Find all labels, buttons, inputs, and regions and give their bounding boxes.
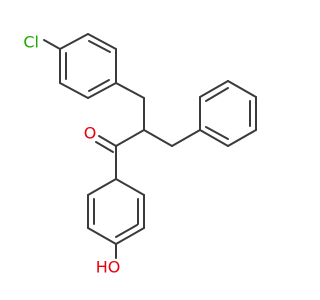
bond — [199, 129, 229, 147]
double-bond-inner — [115, 224, 138, 238]
bond — [171, 129, 201, 147]
bond — [87, 82, 117, 99]
bond — [59, 82, 89, 99]
double-bond-inner — [205, 87, 229, 102]
bond — [199, 80, 229, 98]
bond — [115, 227, 145, 245]
double-bond-inner — [88, 40, 111, 53]
molecule-drawing: Cl O HO — [23, 33, 257, 277]
double-bond-inner — [205, 126, 229, 140]
bond — [115, 129, 145, 147]
bond — [59, 33, 89, 50]
bond — [227, 80, 257, 98]
bond-c-o-double — [95, 141, 114, 153]
bond-c-cl — [43, 39, 61, 50]
bond — [87, 178, 117, 196]
double-bond-inner — [88, 79, 110, 92]
bond — [227, 129, 257, 147]
structure-diagram: Cl O HO — [23, 33, 257, 277]
hydroxyphenyl-ring — [87, 178, 145, 245]
chlorophenyl-ring — [59, 33, 117, 99]
hydroxyl-label: HO — [96, 258, 121, 277]
phenyl-ring — [199, 80, 257, 147]
chlorine-label: Cl — [23, 33, 39, 52]
bond — [143, 129, 173, 147]
bond — [87, 227, 117, 245]
bond-c-o-double — [98, 135, 117, 147]
bond — [87, 33, 117, 50]
bond — [115, 178, 145, 196]
ketone-oxygen-label: O — [84, 124, 97, 143]
bond — [115, 82, 145, 99]
